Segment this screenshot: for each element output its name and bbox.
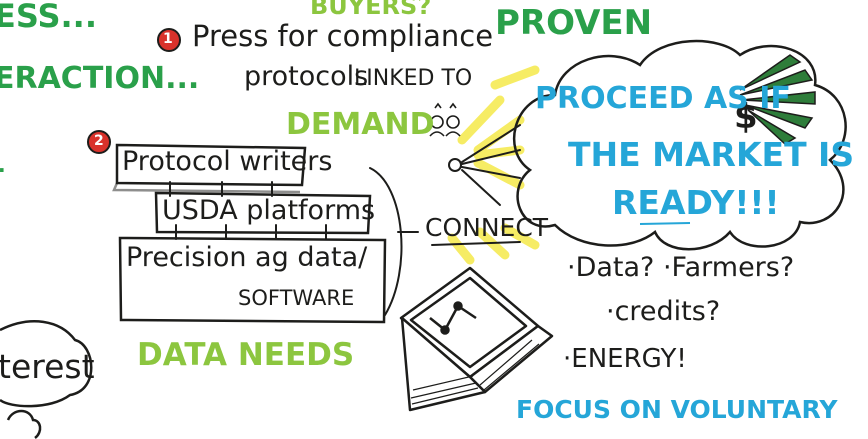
questions-line-1: ·Data? ·Farmers? <box>567 252 795 283</box>
item1-line2: protocols <box>244 61 369 92</box>
person-icons <box>429 102 461 137</box>
demand-label: DEMAND <box>286 107 435 142</box>
edge-text-interest: terest <box>0 347 95 386</box>
box-software: SOFTWARE <box>238 286 355 310</box>
box-usda-platforms: USDA platforms <box>162 195 376 226</box>
questions-line-2: ·credits? <box>606 296 721 327</box>
edge-text-top: ESS... <box>0 0 97 35</box>
linked-to-label: LINKED TO <box>354 66 473 91</box>
money-fan-icon: $ <box>734 54 816 145</box>
data-needs-label: DATA NEEDS <box>137 337 355 373</box>
questions-line-3: ·ENERGY! <box>563 344 687 374</box>
svg-text:$: $ <box>734 97 758 137</box>
number-1: 1 <box>163 31 173 47</box>
box-precision-ag: Precision ag data/ <box>126 242 368 273</box>
number-circles <box>87 28 181 154</box>
protocol-boxes <box>112 143 387 324</box>
box-protocol-writers: Protocol writers <box>122 146 333 177</box>
dashes <box>639 222 691 225</box>
focus-voluntary-label: FOCUS ON VOLUNTARY <box>516 395 838 424</box>
edge-clouds <box>0 320 93 439</box>
laptop-icon <box>399 266 554 412</box>
connect-label: CONNECT <box>425 213 549 242</box>
item1-line1: Press for compliance <box>192 19 494 53</box>
edge-text-interaction: ERACTION... <box>0 61 200 96</box>
cloud-shape <box>513 39 847 251</box>
proven-label: PROVEN <box>495 3 653 43</box>
cloud-line-3: READY!!! <box>612 183 780 222</box>
number-2: 2 <box>94 133 104 149</box>
edge-dot: . <box>0 155 6 175</box>
cloud-line-1: PROCEED AS IF <box>535 81 791 116</box>
buyers-label: BUYERS? <box>310 0 432 20</box>
cloud-line-2: THE MARKET IS <box>568 135 855 174</box>
